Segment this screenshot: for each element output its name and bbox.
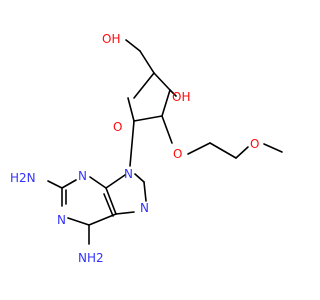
- bond-c8-n9: [134, 173, 145, 183]
- bond-c4-o: [133, 72, 155, 99]
- bond-n3-c2: [61, 179, 77, 189]
- bond-c1-n9: [129, 120, 135, 167]
- bond-c4-c5: [105, 187, 117, 215]
- atom-o-ether2: O: [250, 137, 259, 151]
- atom-n3: N: [78, 169, 87, 183]
- bond-c6-c5: [88, 213, 117, 226]
- atom-oh-ch2: OH: [102, 32, 120, 46]
- bond-ch2a-ch2b: [209, 142, 237, 159]
- bond-n7-c8: [143, 181, 147, 202]
- atom-o-ether1: O: [173, 147, 182, 161]
- atom-oh-ring: OH: [172, 90, 190, 104]
- atom-n1: N: [57, 213, 66, 227]
- bond-c3-c2: [161, 89, 171, 117]
- bond-o-ch3: [263, 143, 283, 153]
- atom-n9: N: [124, 167, 133, 181]
- bond-c5-n7: [115, 211, 135, 215]
- bond-c4-c3: [153, 72, 171, 91]
- bond-c4-n3: [89, 176, 107, 189]
- bonds: [47, 39, 283, 245]
- bond-ch2-c4: [139, 50, 155, 74]
- bond-ch2-oh: [125, 39, 141, 52]
- atom-nh2-bottom: NH2: [78, 251, 104, 265]
- bond-n9-c4: [105, 174, 126, 189]
- bond-ch2b-o: [235, 146, 249, 159]
- structure-diagram: OH OH O O O N N N N H2N NH2: [10, 32, 283, 265]
- bond-c2-c1: [133, 115, 163, 122]
- atom-labels: OH OH O O O N N N N H2N NH2: [10, 32, 259, 265]
- atom-n7: N: [140, 201, 149, 215]
- bond-c3-oh: [169, 89, 177, 97]
- bond-c2-o: [161, 115, 173, 144]
- atom-o-ring: O: [113, 120, 122, 134]
- atom-nh2-left: H2N: [10, 171, 36, 185]
- bond-n1-c6: [67, 217, 90, 226]
- bond-c1-o: [127, 97, 135, 122]
- bond-c4-c5-double: [103, 193, 114, 217]
- bond-c2-nh2: [47, 180, 63, 189]
- bond-o-ch2a: [187, 142, 211, 155]
